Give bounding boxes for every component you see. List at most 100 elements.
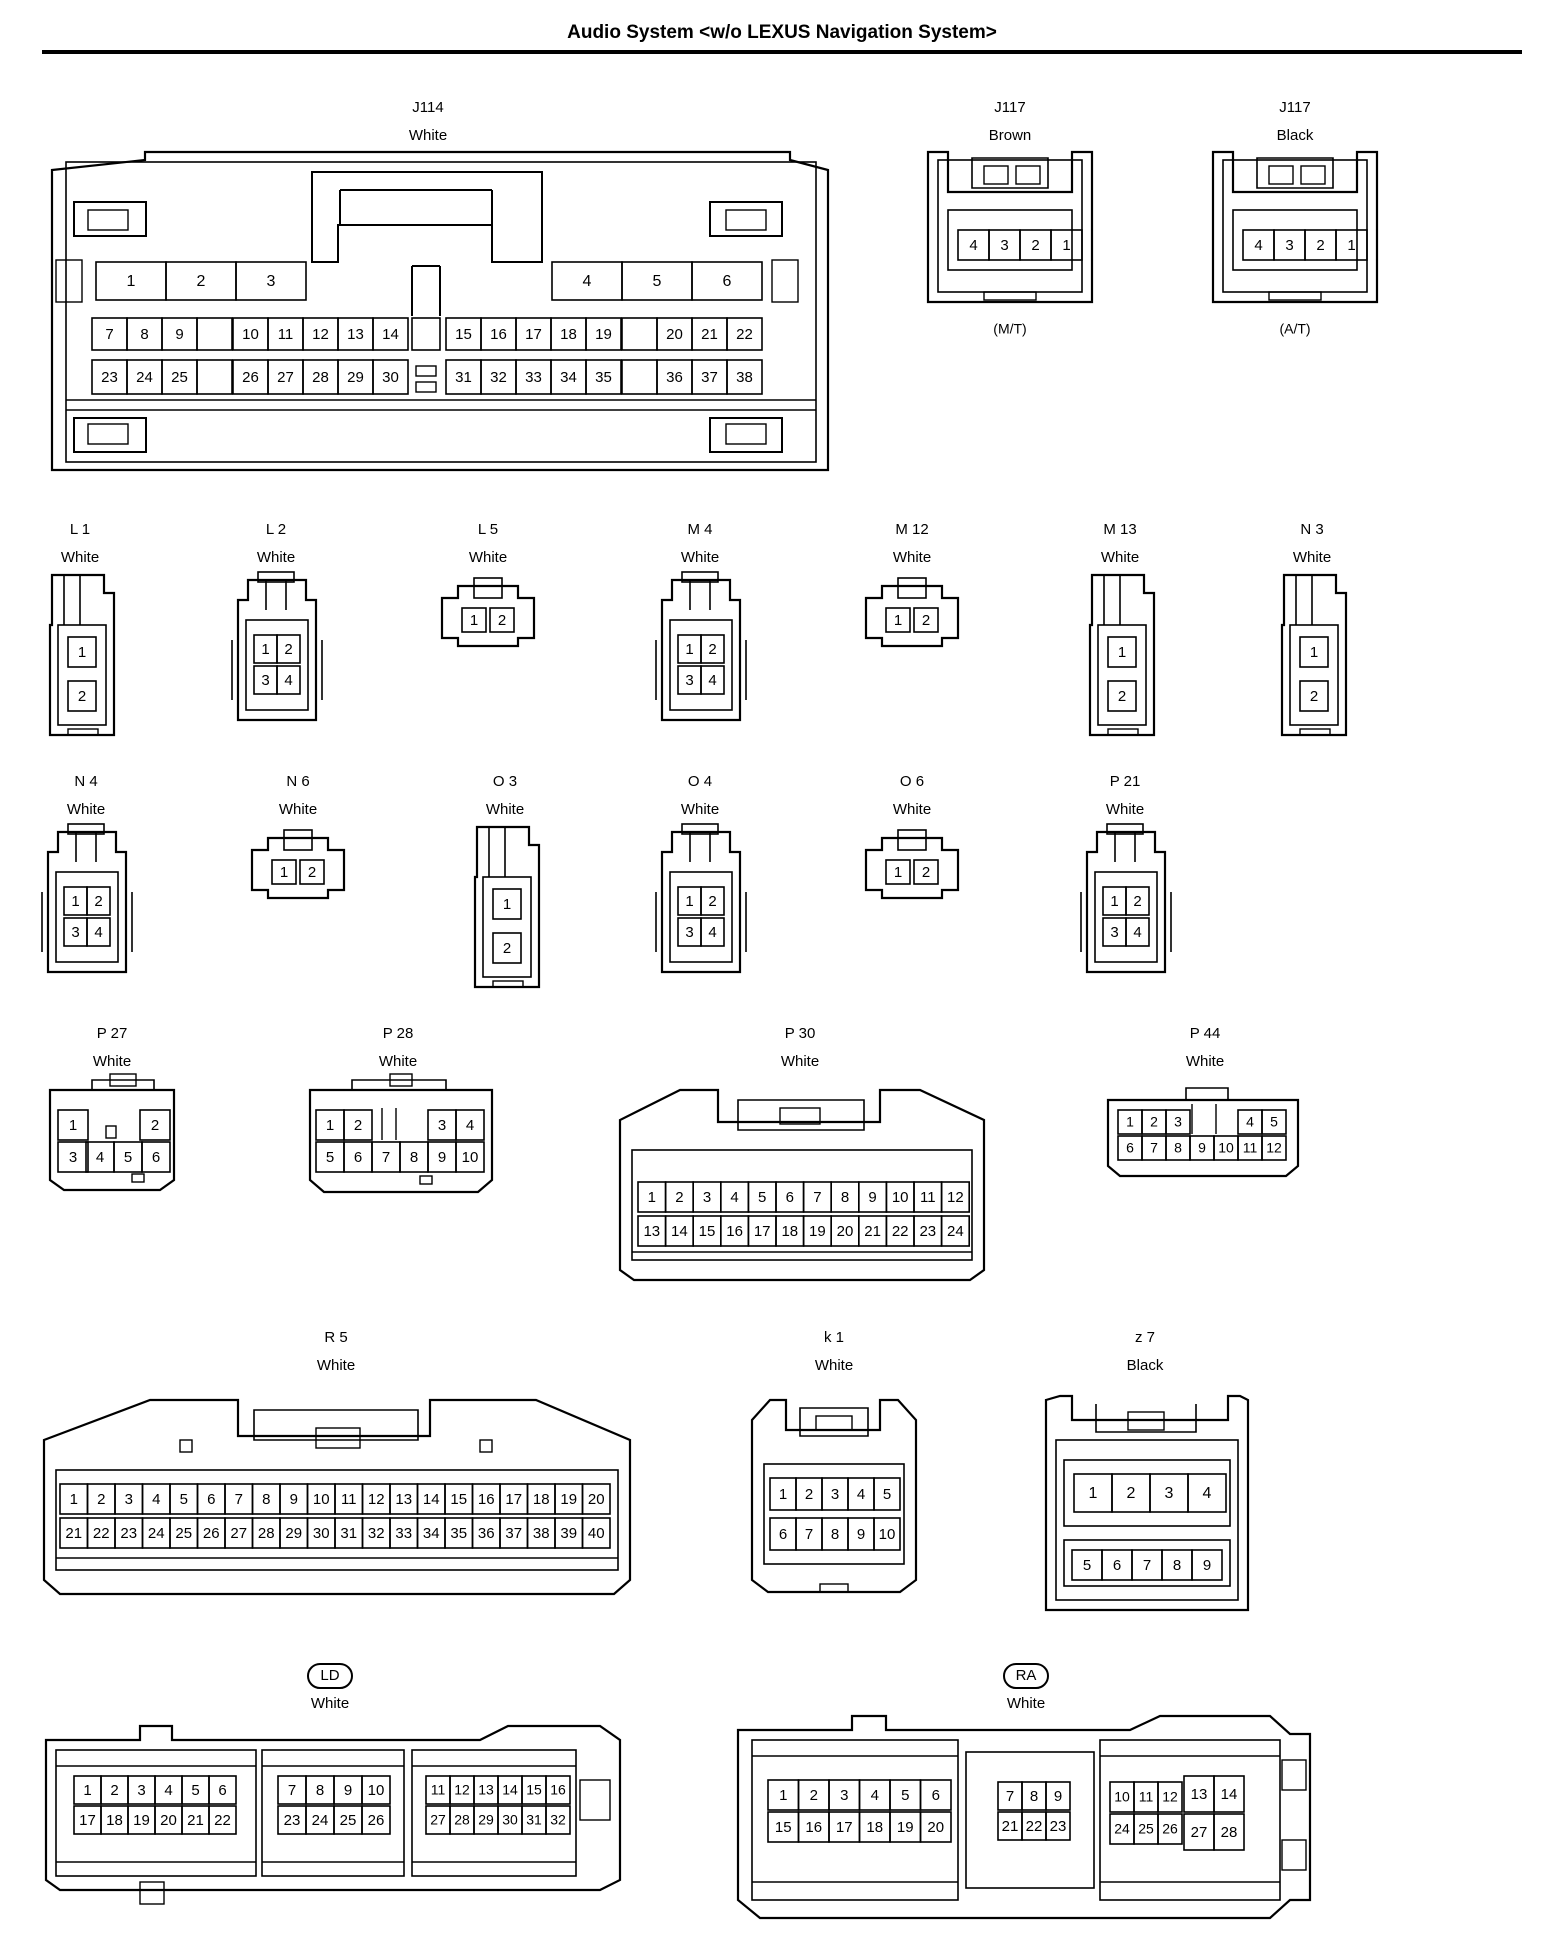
pin-number: 8 (841, 1189, 849, 1206)
pin-number: 21 (65, 1525, 82, 1542)
pin-number: 2 (308, 864, 316, 881)
housing-outline (55, 1749, 257, 1877)
pin-cavity (1191, 1549, 1223, 1581)
connector-color: White (1106, 801, 1144, 818)
pin-number: 33 (525, 369, 542, 386)
blank-cavity (621, 359, 658, 395)
pin-cavity (545, 1775, 571, 1805)
pin-number: 3 (1174, 1114, 1182, 1130)
housing-outline (669, 871, 733, 963)
pin-number: 11 (341, 1491, 357, 1508)
pin-number: 10 (892, 1189, 909, 1206)
housing-outline (109, 1073, 137, 1087)
housing-outline (139, 1881, 165, 1905)
pin-number: 24 (136, 369, 153, 386)
connector-color: White (1007, 1695, 1045, 1712)
pin-cavity (726, 317, 763, 351)
pin-number: 2 (94, 893, 102, 910)
housing-outline (655, 892, 747, 952)
pin-cavity (492, 888, 522, 920)
pin-number: 21 (1002, 1818, 1019, 1835)
pin-cavity (361, 1775, 391, 1805)
housing-outline (231, 640, 323, 700)
housing-outline (897, 577, 927, 599)
housing-outline (971, 157, 1049, 189)
housing-outline (1222, 159, 1368, 293)
pin-number: 1 (894, 612, 902, 629)
housing-outline (864, 836, 960, 900)
pin-cavity (545, 1805, 571, 1835)
pin-number: 1 (779, 1486, 787, 1503)
housing-outline (440, 584, 536, 648)
housing-outline (415, 381, 437, 393)
housing-outline (67, 823, 105, 835)
connector-code: O 4 (688, 773, 712, 790)
pin-number: 3 (831, 1486, 839, 1503)
connector-color: White (67, 801, 105, 818)
pin-number: 6 (1113, 1557, 1121, 1574)
pin-number: 24 (1114, 1821, 1130, 1837)
housing-outline (261, 1749, 405, 1877)
blank-cavity (621, 317, 658, 351)
pin-number: 19 (133, 1812, 150, 1829)
pin-number: 9 (290, 1491, 298, 1508)
pin-number: 2 (810, 1787, 818, 1804)
pin-cavity (372, 359, 409, 395)
diagram-title: Audio System <w/o LEXUS Navigation Syste… (42, 18, 1522, 54)
connector-code: J117 (1279, 99, 1310, 116)
connector-color: White (486, 801, 524, 818)
housing-outline (864, 584, 960, 648)
connector-color: White (1293, 549, 1331, 566)
pin-number: 2 (151, 1117, 159, 1134)
housing-outline (681, 823, 719, 835)
pin-number: 36 (478, 1525, 495, 1542)
pin-number: 10 (368, 1782, 385, 1799)
pin-number: 6 (354, 1149, 362, 1166)
pin-number: 7 (805, 1526, 813, 1543)
pin-number: 14 (423, 1491, 440, 1508)
pin-number: 2 (675, 1189, 683, 1206)
housing-outline (1085, 830, 1167, 974)
housing-outline (1107, 728, 1139, 736)
pin-number: 6 (932, 1787, 940, 1804)
housing-outline (1055, 1439, 1239, 1601)
pin-cavity (940, 1181, 970, 1213)
pin-number: 11 (278, 326, 294, 343)
pin-number: 29 (347, 369, 364, 386)
pin-number: 2 (1133, 893, 1141, 910)
pin-cavity (1213, 1775, 1245, 1813)
pin-cavity (585, 359, 622, 395)
connector-code: P 28 (383, 1025, 414, 1042)
housing-outline (725, 209, 767, 231)
housing-outline (48, 1088, 176, 1192)
pin-cavity (700, 665, 725, 695)
housing-outline (819, 1583, 849, 1593)
connector-color: White (469, 549, 507, 566)
connector-badge (1003, 1663, 1049, 1689)
housing-outline (91, 1079, 155, 1090)
pin-cavity (1261, 1109, 1287, 1135)
connector-color: White (681, 549, 719, 566)
pin-number: 6 (152, 1149, 160, 1166)
pin-number: 36 (666, 369, 683, 386)
pin-number: 26 (203, 1525, 220, 1542)
housing-outline (253, 1409, 419, 1441)
pin-number: 37 (505, 1525, 522, 1542)
housing-outline (283, 829, 313, 851)
pin-number: 13 (395, 1491, 412, 1508)
pin-number: 14 (671, 1223, 688, 1240)
pin-number: 37 (701, 369, 718, 386)
pin-number: 7 (1006, 1788, 1014, 1805)
pin-number: 2 (805, 1486, 813, 1503)
pin-number: 4 (284, 672, 292, 689)
housing-outline (751, 1739, 959, 1901)
pin-cavity (700, 886, 725, 916)
housing-outline (57, 624, 107, 726)
pin-number: 5 (191, 1782, 199, 1799)
pin-number: 22 (892, 1223, 909, 1240)
